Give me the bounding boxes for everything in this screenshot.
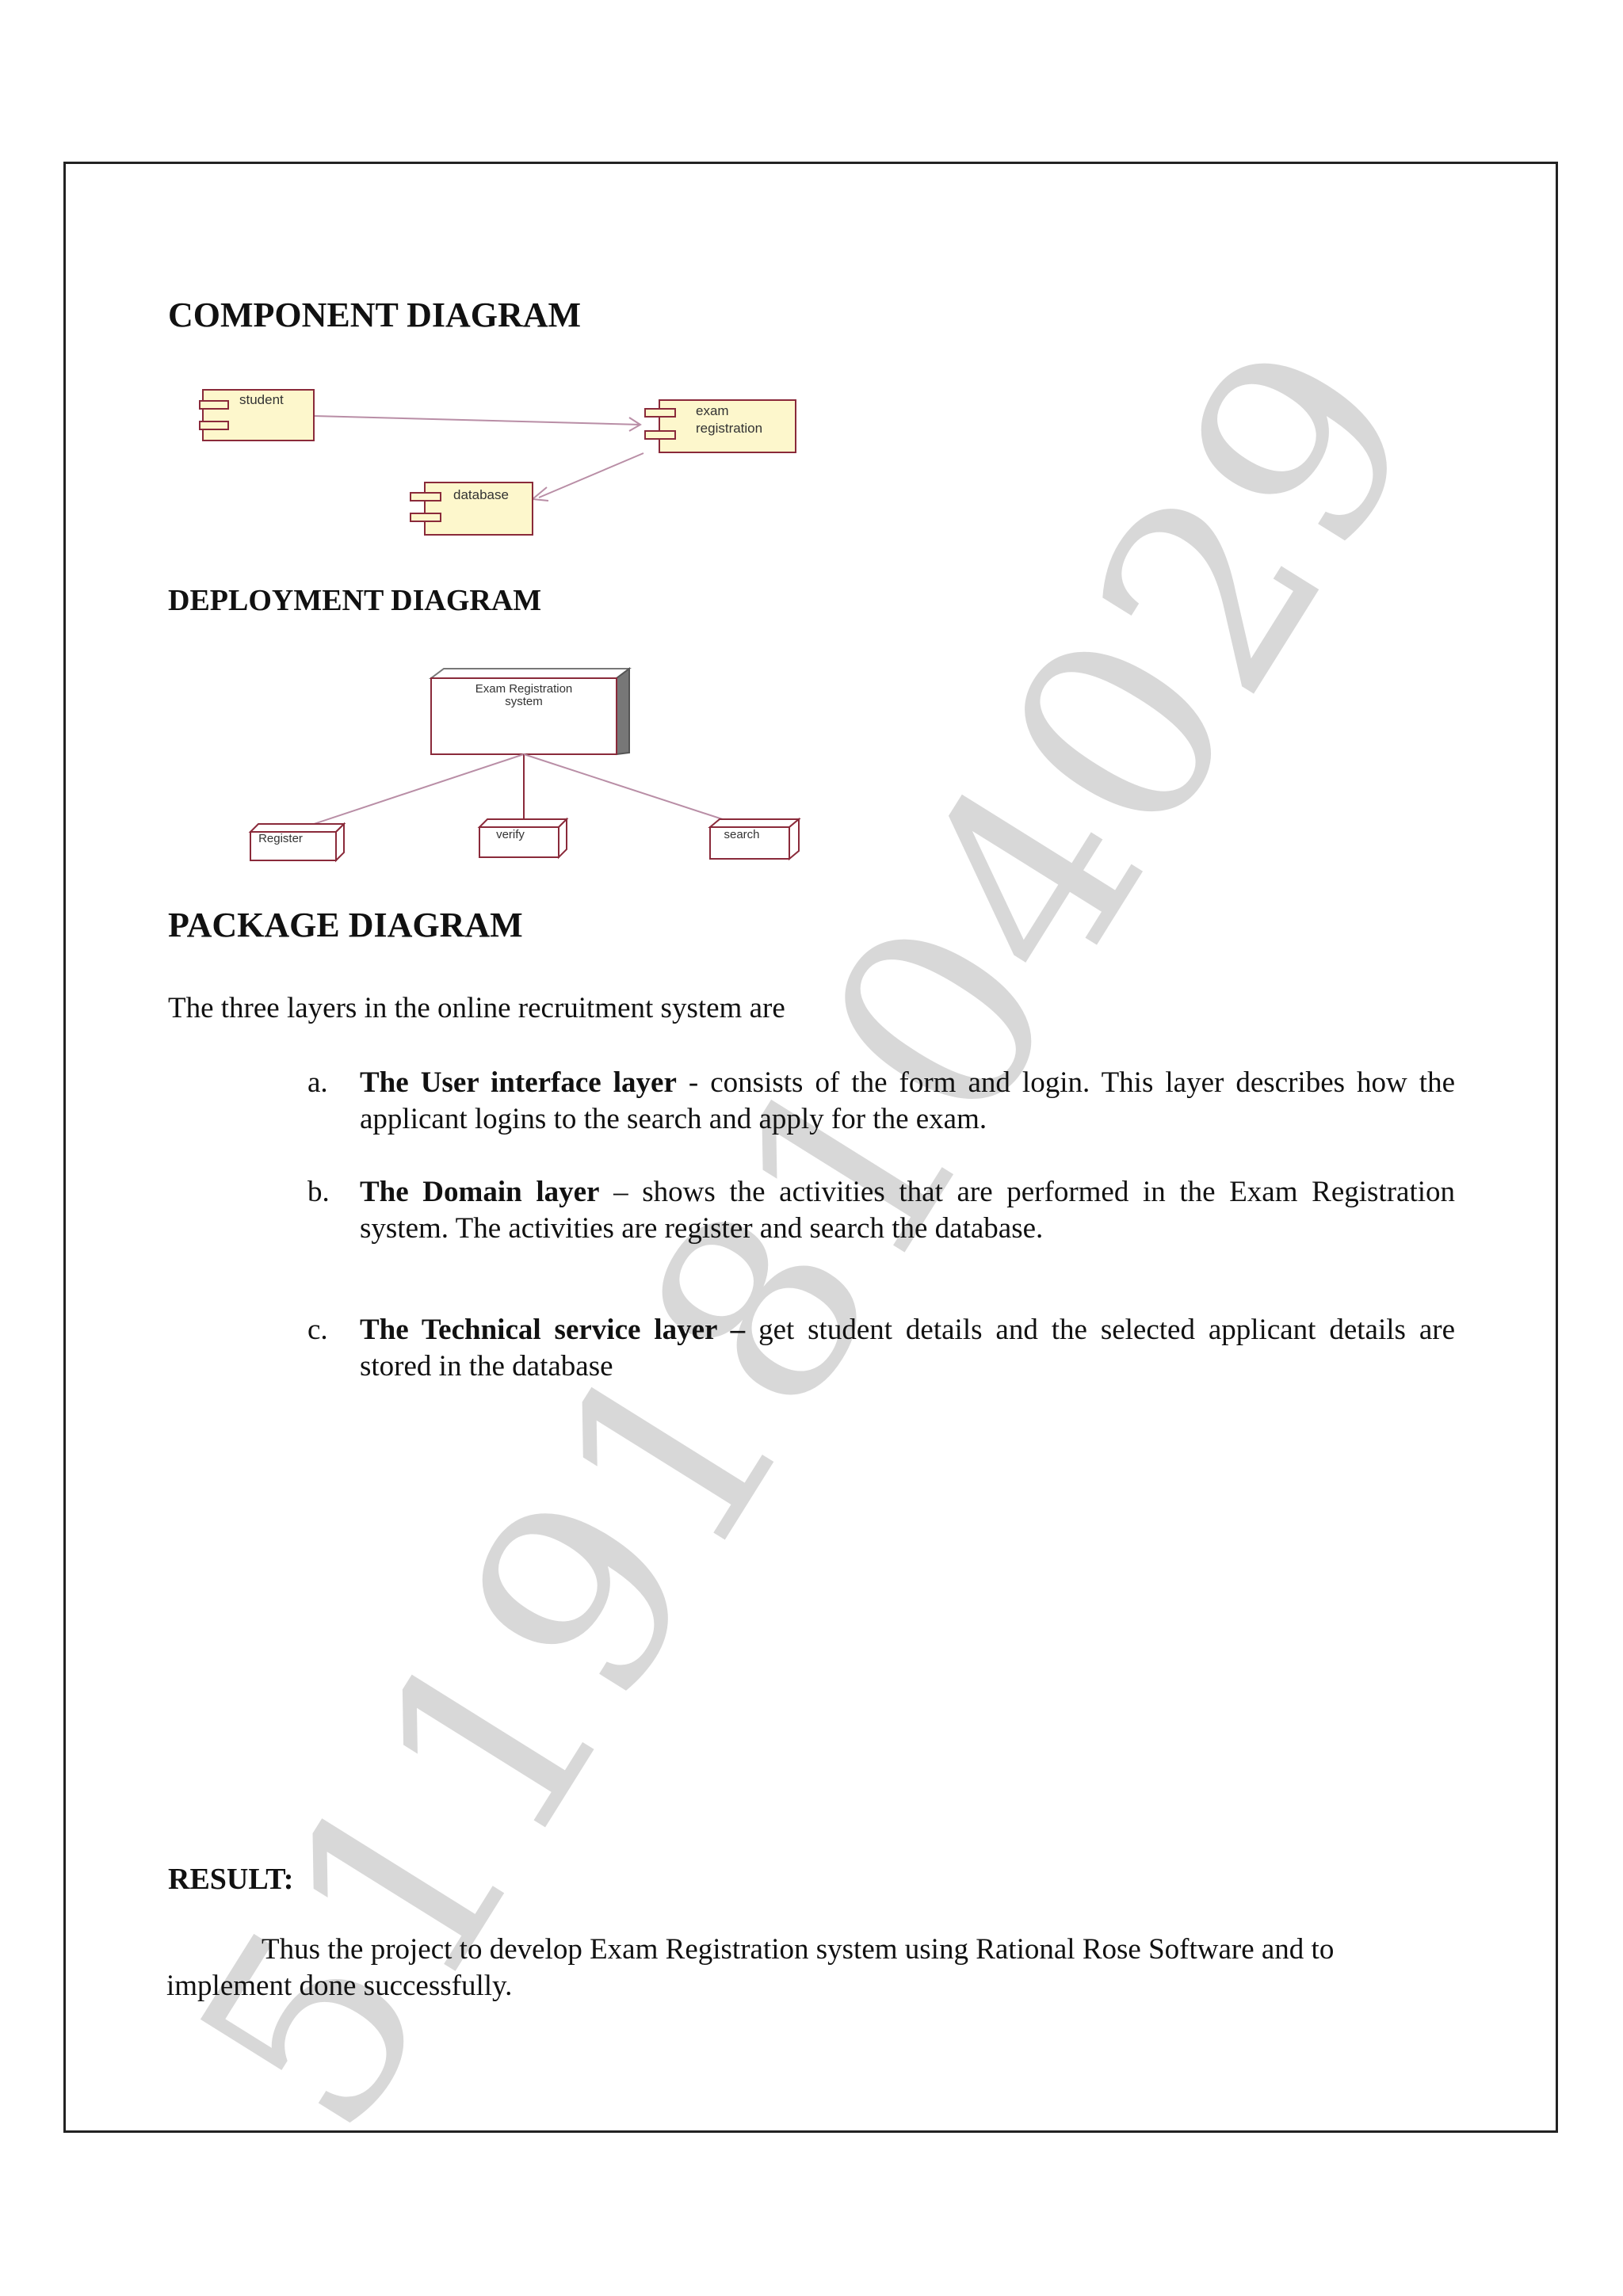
- list-marker: a.: [307, 1066, 328, 1099]
- exam-registration-label-line2: registration: [696, 421, 762, 436]
- layer-title: The Technical service layer –: [360, 1314, 746, 1346]
- list-item: b. The Domain layer – shows the activiti…: [307, 1174, 1455, 1247]
- result-text: Thus the project to develop Exam Registr…: [166, 1933, 1335, 2002]
- list-item: a. The User interface layer - consists o…: [307, 1065, 1455, 1138]
- component-diagram: student exam registration database: [199, 389, 796, 536]
- layer-description: get student details and the selected app…: [360, 1314, 1455, 1383]
- result-heading: RESULT:: [168, 1863, 294, 1896]
- list-marker: c.: [307, 1314, 328, 1346]
- database-label: database: [453, 487, 509, 502]
- layer-description: - consists of the form and login. This l…: [360, 1066, 1455, 1135]
- exam-registration-node: Exam Registration system: [429, 667, 632, 756]
- verify-label: verify: [496, 828, 525, 841]
- deployment-diagram-heading: DEPLOYMENT DIAGRAM: [168, 584, 542, 617]
- register-node: Register: [248, 822, 346, 863]
- layer-description: – shows the activities that are performe…: [360, 1176, 1455, 1245]
- exam-registration-component: exam registration: [644, 399, 796, 453]
- package-intro: The three layers in the online recruitme…: [168, 992, 785, 1024]
- verify-node: verify: [477, 817, 569, 860]
- list-item: c. The Technical service layer – get stu…: [307, 1312, 1455, 1385]
- list-item-body: The Technical service layer – get studen…: [360, 1312, 1455, 1385]
- list-marker: b.: [307, 1176, 330, 1208]
- database-component: database: [410, 482, 533, 536]
- layer-title: The User interface layer: [360, 1066, 677, 1099]
- node-to-register-connector: [299, 753, 525, 830]
- search-node: search: [708, 817, 801, 861]
- list-item-body: The Domain layer – shows the activities …: [360, 1174, 1455, 1247]
- student-label: student: [239, 392, 284, 407]
- student-component: student: [199, 389, 315, 441]
- register-label: Register: [258, 832, 303, 845]
- connector-arrowhead: [628, 417, 642, 432]
- node-to-search-connector: [523, 753, 738, 825]
- component-diagram-heading: COMPONENT DIAGRAM: [168, 296, 582, 334]
- deployment-diagram: Exam Registration system Register verify…: [248, 667, 801, 863]
- page-border: [63, 162, 1558, 2133]
- layer-title: The Domain layer: [360, 1176, 600, 1208]
- node-label-line2: system: [505, 695, 543, 708]
- node-label-line1: Exam Registration: [475, 682, 573, 696]
- student-to-exam-connector: [313, 415, 641, 425]
- search-label: search: [724, 828, 759, 841]
- exam-to-database-connector: [538, 452, 644, 498]
- exam-registration-label-line1: exam: [696, 403, 729, 418]
- package-diagram-heading: PACKAGE DIAGRAM: [168, 906, 523, 944]
- list-item-body: The User interface layer - consists of t…: [360, 1065, 1455, 1138]
